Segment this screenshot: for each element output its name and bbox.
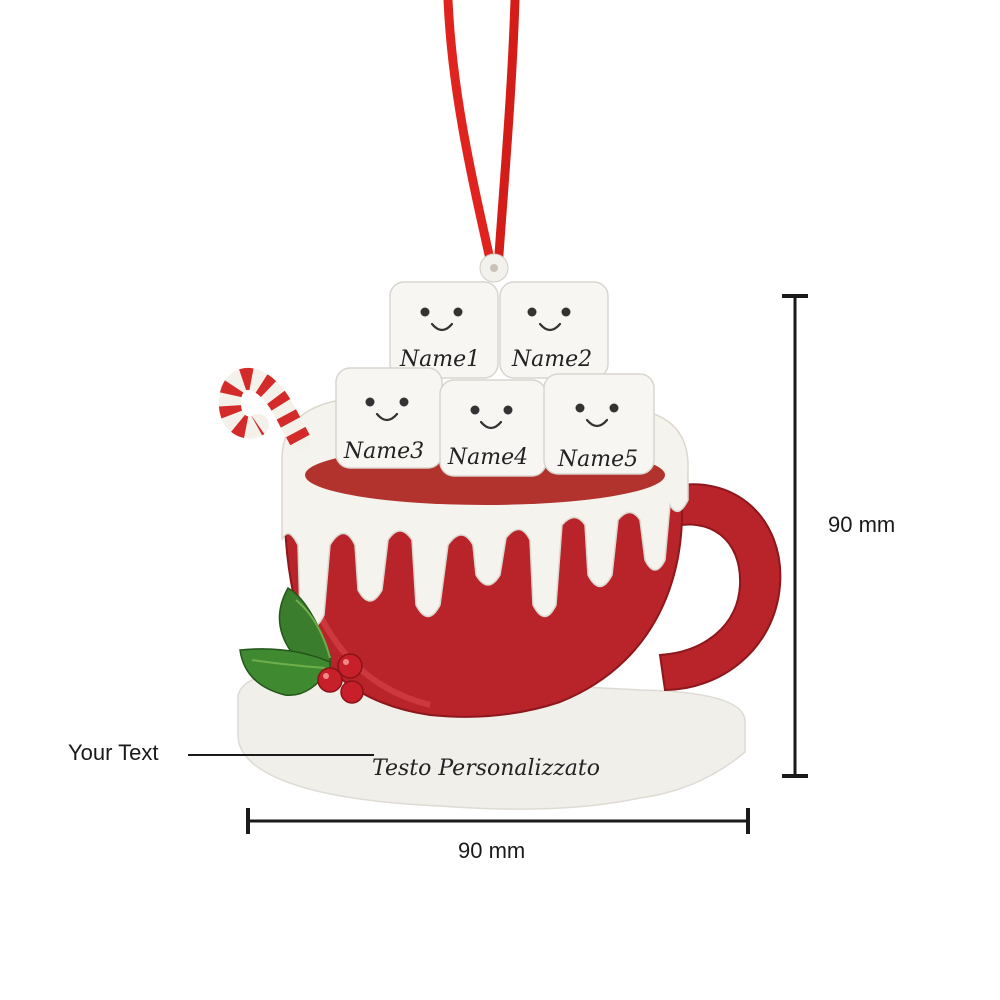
marshmallow-icon [543,373,655,475]
marshmallow-name-4: Name4 [447,445,528,470]
saucer-custom-text: Testo Personalizzato [372,756,600,781]
height-dimension-label: 90 mm [828,512,896,537]
marshmallow-group [335,281,655,477]
marshmallow-name-2: Name2 [511,347,592,372]
marshmallow-icon [389,281,499,379]
marshmallow-name-5: Name5 [557,447,638,472]
width-dimension-line [246,808,750,834]
width-dimension-label: 90 mm [458,838,526,863]
marshmallow-name-3: Name3 [343,439,424,464]
saucer [237,671,746,810]
candy-cane-icon [218,367,311,451]
holly-icon [239,586,364,704]
cup-handle [658,483,782,692]
ribbon-icon [443,0,520,283]
height-dimension-line [782,294,808,778]
marshmallow-name-1: Name1 [399,347,480,372]
your-text-label: Your Text [68,740,159,765]
